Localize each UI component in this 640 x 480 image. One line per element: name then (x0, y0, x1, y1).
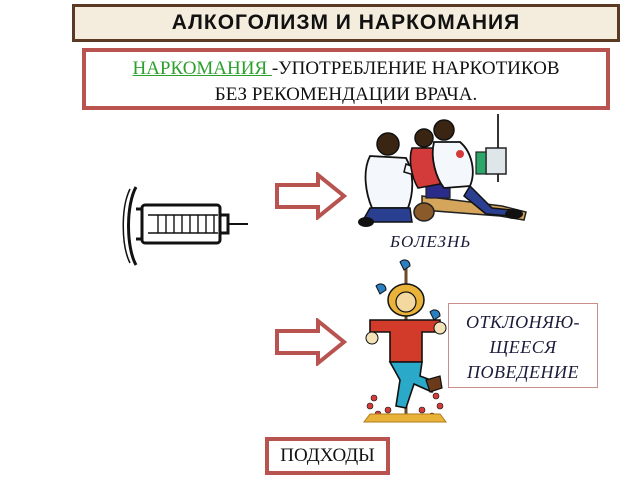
definition-line-1: НАРКОМАНИЯ -УПОТРЕБЛЕНИЕ НАРКОТИКОВ (86, 56, 606, 82)
definition-rest: -УПОТРЕБЛЕНИЕ НАРКОТИКОВ (271, 58, 560, 79)
scarecrow-illustration (363, 259, 447, 423)
paramedics-illustration (358, 114, 527, 227)
behavior-line-2: ЩЕЕСЯ (489, 337, 557, 357)
illness-label: БОЛЕЗНЬ (390, 232, 472, 251)
definition-box: НАРКОМАНИЯ -УПОТРЕБЛЕНИЕ НАРКОТИКОВ БЕЗ … (82, 48, 610, 110)
definition-term: НАРКОМАНИЯ (132, 58, 272, 79)
arrow-right-icon (275, 172, 348, 220)
behavior-line-1: ОТКЛОНЯЮ- (465, 312, 581, 332)
page-title: АЛКОГОЛИЗМ И НАРКОМАНИЯ (171, 11, 521, 34)
behavior-line-3: ПОВЕДЕНИЕ (467, 362, 579, 382)
behavior-box: ОТКЛОНЯЮ- ЩЕЕСЯ ПОВЕДЕНИЕ (448, 303, 598, 388)
definition-line-2: БЕЗ РЕКОМЕНДАЦИИ ВРАЧА. (214, 84, 478, 105)
title-banner: АЛКОГОЛИЗМ И НАРКОМАНИЯ (72, 4, 620, 42)
approaches-label: ПОДХОДЫ (280, 445, 375, 466)
approaches-box[interactable]: ПОДХОДЫ (265, 437, 390, 475)
syringe-icon (122, 186, 248, 266)
arrow-right-icon (275, 318, 348, 366)
